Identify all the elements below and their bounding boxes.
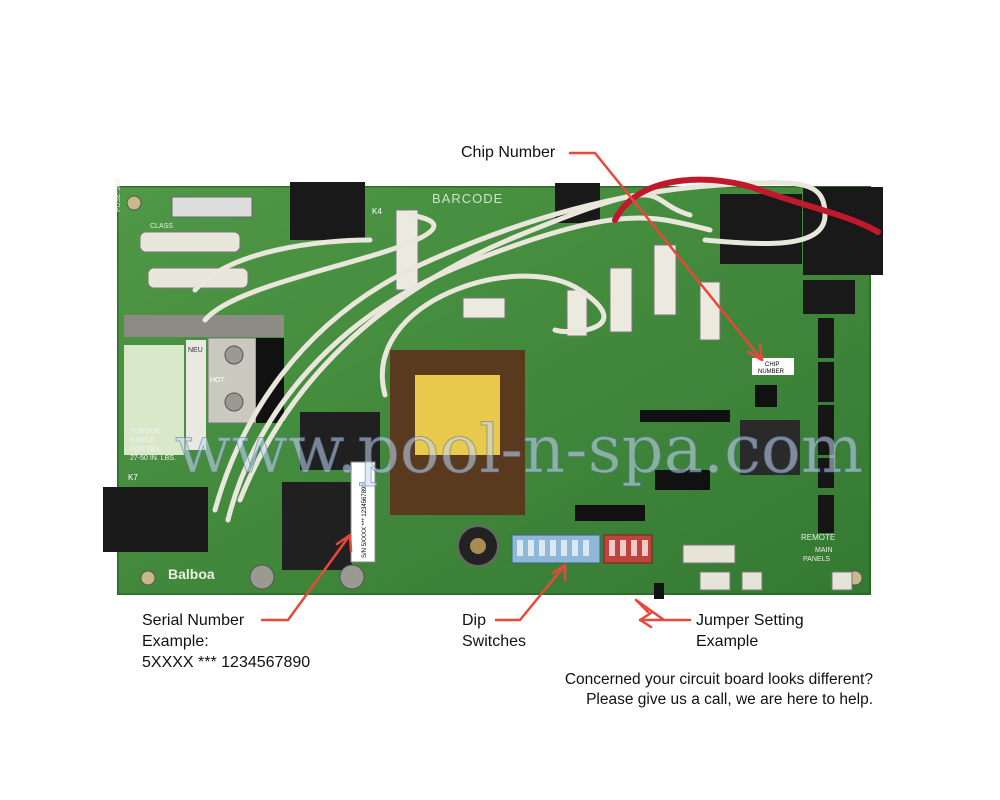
relay-k7-label: K7: [128, 473, 138, 482]
remote-label: REMOTE: [801, 533, 835, 542]
svg-text:NUMBER: NUMBER: [758, 369, 785, 375]
svg-text:FOR TB1:: FOR TB1:: [130, 446, 161, 453]
relay-k4-label: K4: [372, 207, 382, 216]
terminal-hot-label: HOT: [210, 377, 226, 384]
svg-text:CLASS: CLASS: [150, 223, 173, 230]
dip-switches-callout: Dip Switches: [462, 610, 526, 652]
chip-number-arrow: [568, 151, 764, 362]
brand-logo: Balboa: [168, 566, 215, 582]
chip-number-tag-text: CHIP: [765, 362, 779, 368]
dip-switches-arrow: [494, 563, 567, 622]
terminal-neu-label: NEU: [188, 347, 203, 354]
help-note-line1: Concerned your circuit board looks diffe…: [564, 671, 873, 688]
serial-number-callout-line1: Serial Number: [142, 612, 245, 629]
jumper-setting-arrow: [634, 598, 692, 629]
jumper-setting-callout-line2: Example: [696, 633, 759, 650]
barcode-label: BARCODE: [432, 191, 503, 206]
jumper: [654, 583, 664, 599]
main-panels-label: MAIN: [815, 547, 833, 554]
fuse-label: FUSE-30A: [115, 178, 122, 212]
serial-number-callout-line2: Example:: [142, 633, 209, 650]
help-note-line2: Please give us a call, we are here to he…: [586, 691, 873, 708]
svg-text:RANGE: RANGE: [130, 437, 155, 444]
jumper-setting-callout-line1: Jumper Setting: [696, 612, 804, 629]
serial-number-arrow: [260, 533, 353, 622]
svg-text:PANELS: PANELS: [803, 556, 830, 563]
serial-number-callout: Serial Number Example: 5XXXX *** 1234567…: [142, 610, 310, 673]
torque-text: TORQUE RANGE FOR TB1: 27-50 IN. LBS.: [130, 428, 176, 462]
watermark: www.pool-n-spa.com: [175, 411, 863, 488]
dip-switches-callout-line1: Dip: [462, 612, 487, 629]
help-note: Concerned your circuit board looks diffe…: [565, 670, 873, 710]
dip-switches-callout-line2: Switches: [462, 633, 527, 650]
chip-number-callout: Chip Number: [461, 144, 556, 161]
serial-number-callout-line3: 5XXXX *** 1234567890: [142, 654, 311, 671]
chip-number-tag: [752, 358, 794, 375]
red-wire: [612, 176, 881, 235]
svg-text:27-50 IN. LBS.: 27-50 IN. LBS.: [130, 455, 176, 462]
serial-number-tag: [350, 461, 376, 563]
callout-arrows: [260, 151, 764, 629]
white-wires: [192, 180, 828, 523]
jumper-setting-callout: Jumper Setting Example: [696, 610, 804, 652]
svg-text:TORQUE: TORQUE: [130, 428, 160, 435]
serial-number-tag-text: S/N 5XXXX *** 1234567890: [362, 483, 368, 558]
